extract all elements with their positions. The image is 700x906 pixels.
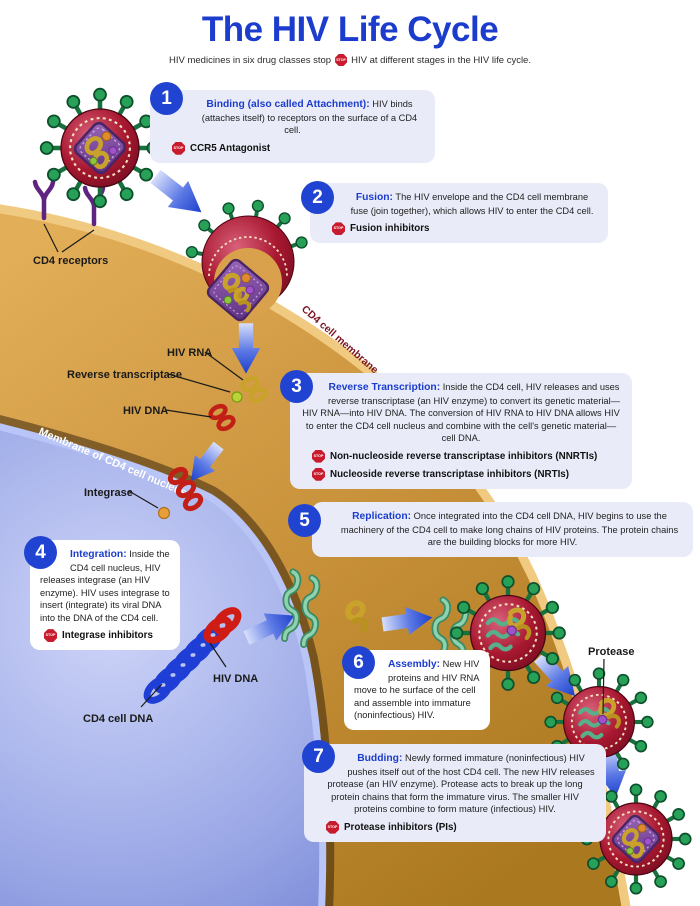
step-2-drug: STOP Fusion inhibitors (332, 222, 598, 236)
step-3-drug-1: STOP Non-nucleoside reverse transcriptas… (312, 449, 622, 463)
step-4-box: 4 Integration: Inside the CD4 cell nucle… (24, 536, 180, 651)
step-6-box: 6 Assembly: New HIV proteins and HIV RNA… (342, 646, 490, 730)
stop-sign-icon: STOP (172, 141, 185, 155)
step-4-drug: STOP Integrase inhibitors (44, 629, 170, 643)
cd4-receptor-icon (35, 182, 103, 224)
step-5-badge: 5 (288, 504, 321, 537)
page-title: The HIV Life Cycle (201, 10, 499, 49)
stop-sign-icon: STOP (332, 222, 345, 236)
stop-sign-icon: STOP (44, 629, 57, 643)
rt-complex (208, 375, 268, 432)
hiv-virion-binding (41, 89, 160, 208)
step-6-body: New HIV proteins and HIV RNA move to he … (354, 659, 480, 721)
step-2-badge: 2 (301, 181, 334, 214)
stop-sign-icon: STOP (335, 54, 348, 66)
step-4-badge: 4 (24, 536, 57, 569)
cd4-receptors-label: CD4 receptors (33, 255, 108, 267)
hiv-dna-helix-label: HIV DNA (213, 673, 258, 685)
drug-label: Integrase inhibitors (62, 630, 153, 642)
subtitle-before: HIV medicines in six drug classes stop (169, 54, 332, 66)
step-6-badge: 6 (342, 646, 375, 679)
integrase-icon (157, 506, 171, 520)
step-4-title: Integration: (70, 549, 127, 560)
step-2-box: 2 Fusion: The HIV envelope and the CD4 c… (301, 181, 608, 244)
integrase-label: Integrase (84, 487, 133, 499)
hiv-rna-label: HIV RNA (167, 347, 212, 359)
step-3-badge: 3 (280, 370, 313, 403)
step-1-drug: STOP CCR5 Antagonist (172, 141, 425, 155)
leader-lines (43, 223, 605, 715)
reverse-transcriptase-label: Reverse transcriptase (67, 369, 182, 381)
step-6-title: Assembly: (388, 659, 441, 670)
step-7-badge: 7 (302, 740, 335, 773)
hiv-dna-label: HIV DNA (123, 405, 168, 417)
step-3-body: Inside the CD4 cell, HIV releases and us… (302, 382, 620, 444)
step-1-body: HIV binds (attaches itself) to receptors… (201, 99, 418, 136)
step-2-title: Fusion: (355, 192, 393, 203)
arrow-binding-to-fusion (145, 163, 212, 226)
step-5-body: Once integrated into the CD4 cell DNA, H… (340, 511, 679, 548)
drug-label: Protease inhibitors (PIs) (344, 821, 457, 833)
step-1-badge: 1 (150, 82, 183, 115)
drug-label: Fusion inhibitors (350, 223, 430, 235)
step-4-body: Inside the CD4 cell nucleus, HIV release… (40, 549, 170, 623)
step-7-title: Budding: (357, 753, 403, 764)
reverse-transcriptase-icon (231, 391, 243, 403)
drug-label: CCR5 Antagonist (190, 142, 271, 154)
stop-sign-icon: STOP (312, 449, 325, 463)
stop-sign-icon: STOP (326, 820, 339, 834)
step-1-box: 1 Binding (also called Attachment): HIV … (150, 82, 435, 163)
step-3-box: 3 Reverse Transcription: Inside the CD4 … (280, 370, 632, 489)
drug-label: Nucleoside reverse transcriptase inhibit… (330, 468, 570, 480)
step-2-body: The HIV envelope and the CD4 cell membra… (350, 192, 594, 216)
protease-label: Protease (588, 646, 634, 658)
drug-label: Non-nucleoside reverse transcriptase inh… (330, 450, 598, 462)
cd4-cell-dna-label: CD4 cell DNA (83, 713, 153, 725)
step-1-title: Binding (also called Attachment): (206, 99, 370, 110)
stop-sign-icon: STOP (312, 467, 325, 481)
step-7-drug: STOP Protease inhibitors (PIs) (326, 820, 596, 834)
step-3-title: Reverse Transcription: (328, 382, 441, 393)
subtitle-after: HIV at different stages in the HIV life … (351, 54, 531, 66)
step-7-body: Newly formed immature (noninfectious) HI… (327, 753, 595, 815)
header: The HIV Life Cycle HIV medicines in six … (0, 10, 700, 66)
subtitle: HIV medicines in six drug classes stop S… (0, 54, 700, 66)
step-7-box: 7 Budding: Newly formed immature (noninf… (302, 740, 606, 842)
step-5-title: Replication: (352, 511, 412, 522)
step-3-drug-2: STOP Nucleoside reverse transcriptase in… (312, 467, 622, 481)
hiv-virion-fusion (185, 199, 308, 322)
integration-complex (157, 466, 204, 520)
step-5-box: 5 Replication: Once integrated into the … (288, 502, 693, 557)
